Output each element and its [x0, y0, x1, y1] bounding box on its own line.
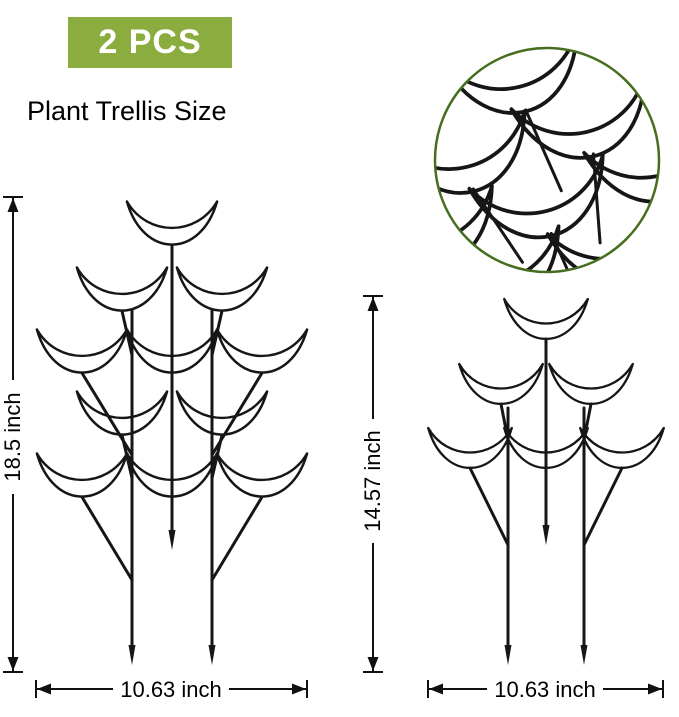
trellis-closeup-circle [433, 46, 661, 274]
product-subtitle: Plant Trellis Size [27, 96, 227, 126]
left-width-label: 10.63 inch [113, 676, 229, 704]
right-trellis-illustration [427, 297, 665, 665]
right-width-label: 10.63 inch [487, 676, 603, 704]
right-height-label: 14.57 inch [359, 419, 387, 543]
closeup-circle-border [433, 46, 661, 274]
pcs-badge: 2 PCS [68, 17, 232, 68]
left-trellis-illustration [35, 200, 309, 665]
left-height-label: 18.5 inch [0, 380, 27, 494]
closeup-content [435, 48, 659, 272]
